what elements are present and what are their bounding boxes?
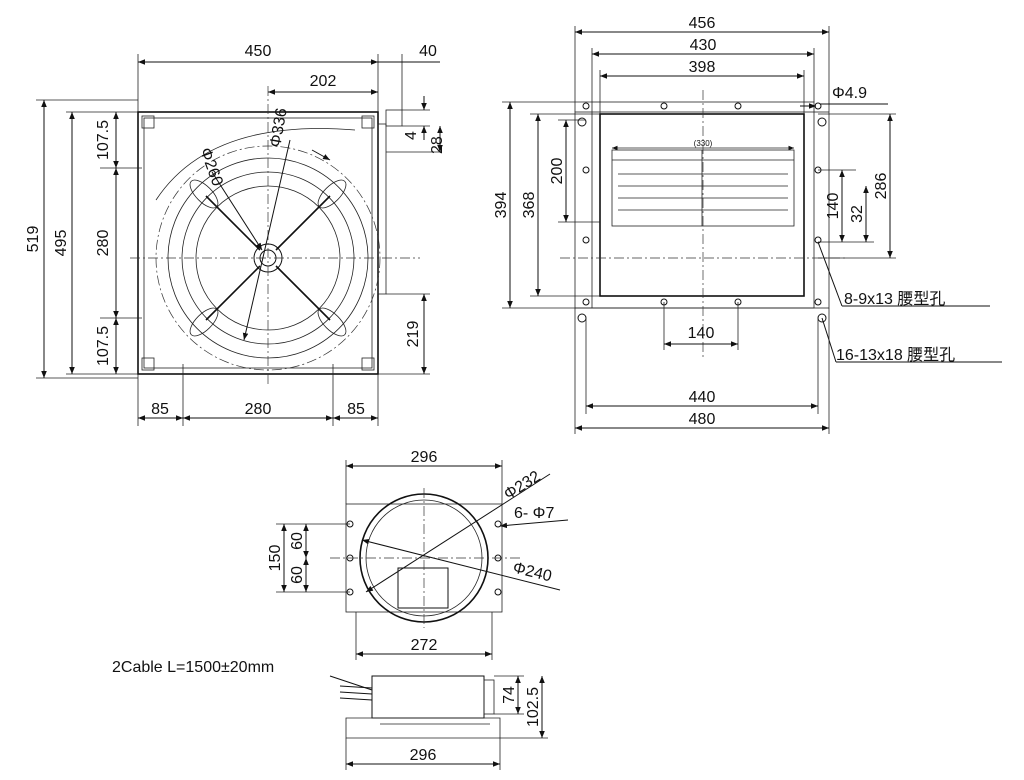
dim-102-5: 102.5 <box>525 687 542 727</box>
dim-4: 4 <box>403 131 420 140</box>
note-slots-b: 16-13x18 腰型孔 <box>836 346 955 364</box>
side-view: (330) 456 430 398 Φ4.9 394 <box>493 15 1002 434</box>
dim-200: 200 <box>549 158 566 185</box>
dim-107-bottom: 107.5 <box>95 326 112 366</box>
side-housing <box>599 113 805 297</box>
dim-140-horizontal: 140 <box>688 325 715 342</box>
dim-dia-4-9: Φ4.9 <box>832 85 867 102</box>
note-slots-a: 8-9x13 腰型孔 <box>844 290 945 308</box>
dim-280-vertical: 280 <box>95 230 112 257</box>
front-flange-lip <box>385 109 403 127</box>
dim-272: 272 <box>411 637 438 654</box>
dim-398: 398 <box>689 59 716 76</box>
motor-view: 296 Φ232 6- Φ7 Φ240 150 60 60 272 <box>267 449 569 660</box>
rotation-arrow <box>311 149 331 161</box>
dim-6-holes: 6- Φ7 <box>514 505 554 522</box>
dim-74: 74 <box>501 686 518 704</box>
cable-wires <box>339 685 373 701</box>
dim-430: 430 <box>690 37 717 54</box>
motor-terminal-box <box>397 567 449 609</box>
dim-456: 456 <box>689 15 716 32</box>
dim-296-top: 296 <box>411 449 438 466</box>
dim-60-bottom: 60 <box>289 566 306 584</box>
motor-spokes <box>205 195 331 321</box>
dim-286: 286 <box>873 173 890 200</box>
motor-body-side <box>371 675 485 719</box>
dim-140-vertical: 140 <box>825 193 842 220</box>
dim-219: 219 <box>405 321 422 348</box>
dim-330: (330) <box>694 139 713 148</box>
dim-480: 480 <box>689 411 716 428</box>
dim-394: 394 <box>493 192 510 219</box>
front-view: 450 40 202 Φ260 Φ336 4 28 219 519 495 <box>25 43 446 426</box>
dim-368: 368 <box>521 192 538 219</box>
motor-base <box>345 717 501 739</box>
dim-280-horizontal: 280 <box>245 401 272 418</box>
cable-view: 2Cable L=1500±20mm 74 102.5 296 <box>112 659 548 770</box>
front-housing-inner <box>143 117 373 369</box>
dim-450: 450 <box>245 43 272 60</box>
cable-note: 2Cable L=1500±20mm <box>112 659 274 676</box>
dim-107-top: 107.5 <box>95 120 112 160</box>
front-flange <box>377 123 387 295</box>
dim-495: 495 <box>53 230 70 257</box>
dim-150: 150 <box>267 545 284 572</box>
dim-440: 440 <box>689 389 716 406</box>
dim-dia-232: Φ232 <box>501 468 544 503</box>
dim-28: 28 <box>429 136 446 154</box>
dim-202: 202 <box>310 73 337 90</box>
dim-dia-240: Φ240 <box>511 559 553 585</box>
dim-32: 32 <box>849 205 866 223</box>
dim-85-left: 85 <box>151 401 169 418</box>
scroll-arc <box>155 128 356 201</box>
dim-40: 40 <box>419 43 437 60</box>
dim-296-bottom: 296 <box>410 747 437 764</box>
dim-60-top: 60 <box>289 532 306 550</box>
dim-85-right: 85 <box>347 401 365 418</box>
dim-519: 519 <box>25 226 42 253</box>
dim-dia-336: Φ336 <box>267 107 291 149</box>
